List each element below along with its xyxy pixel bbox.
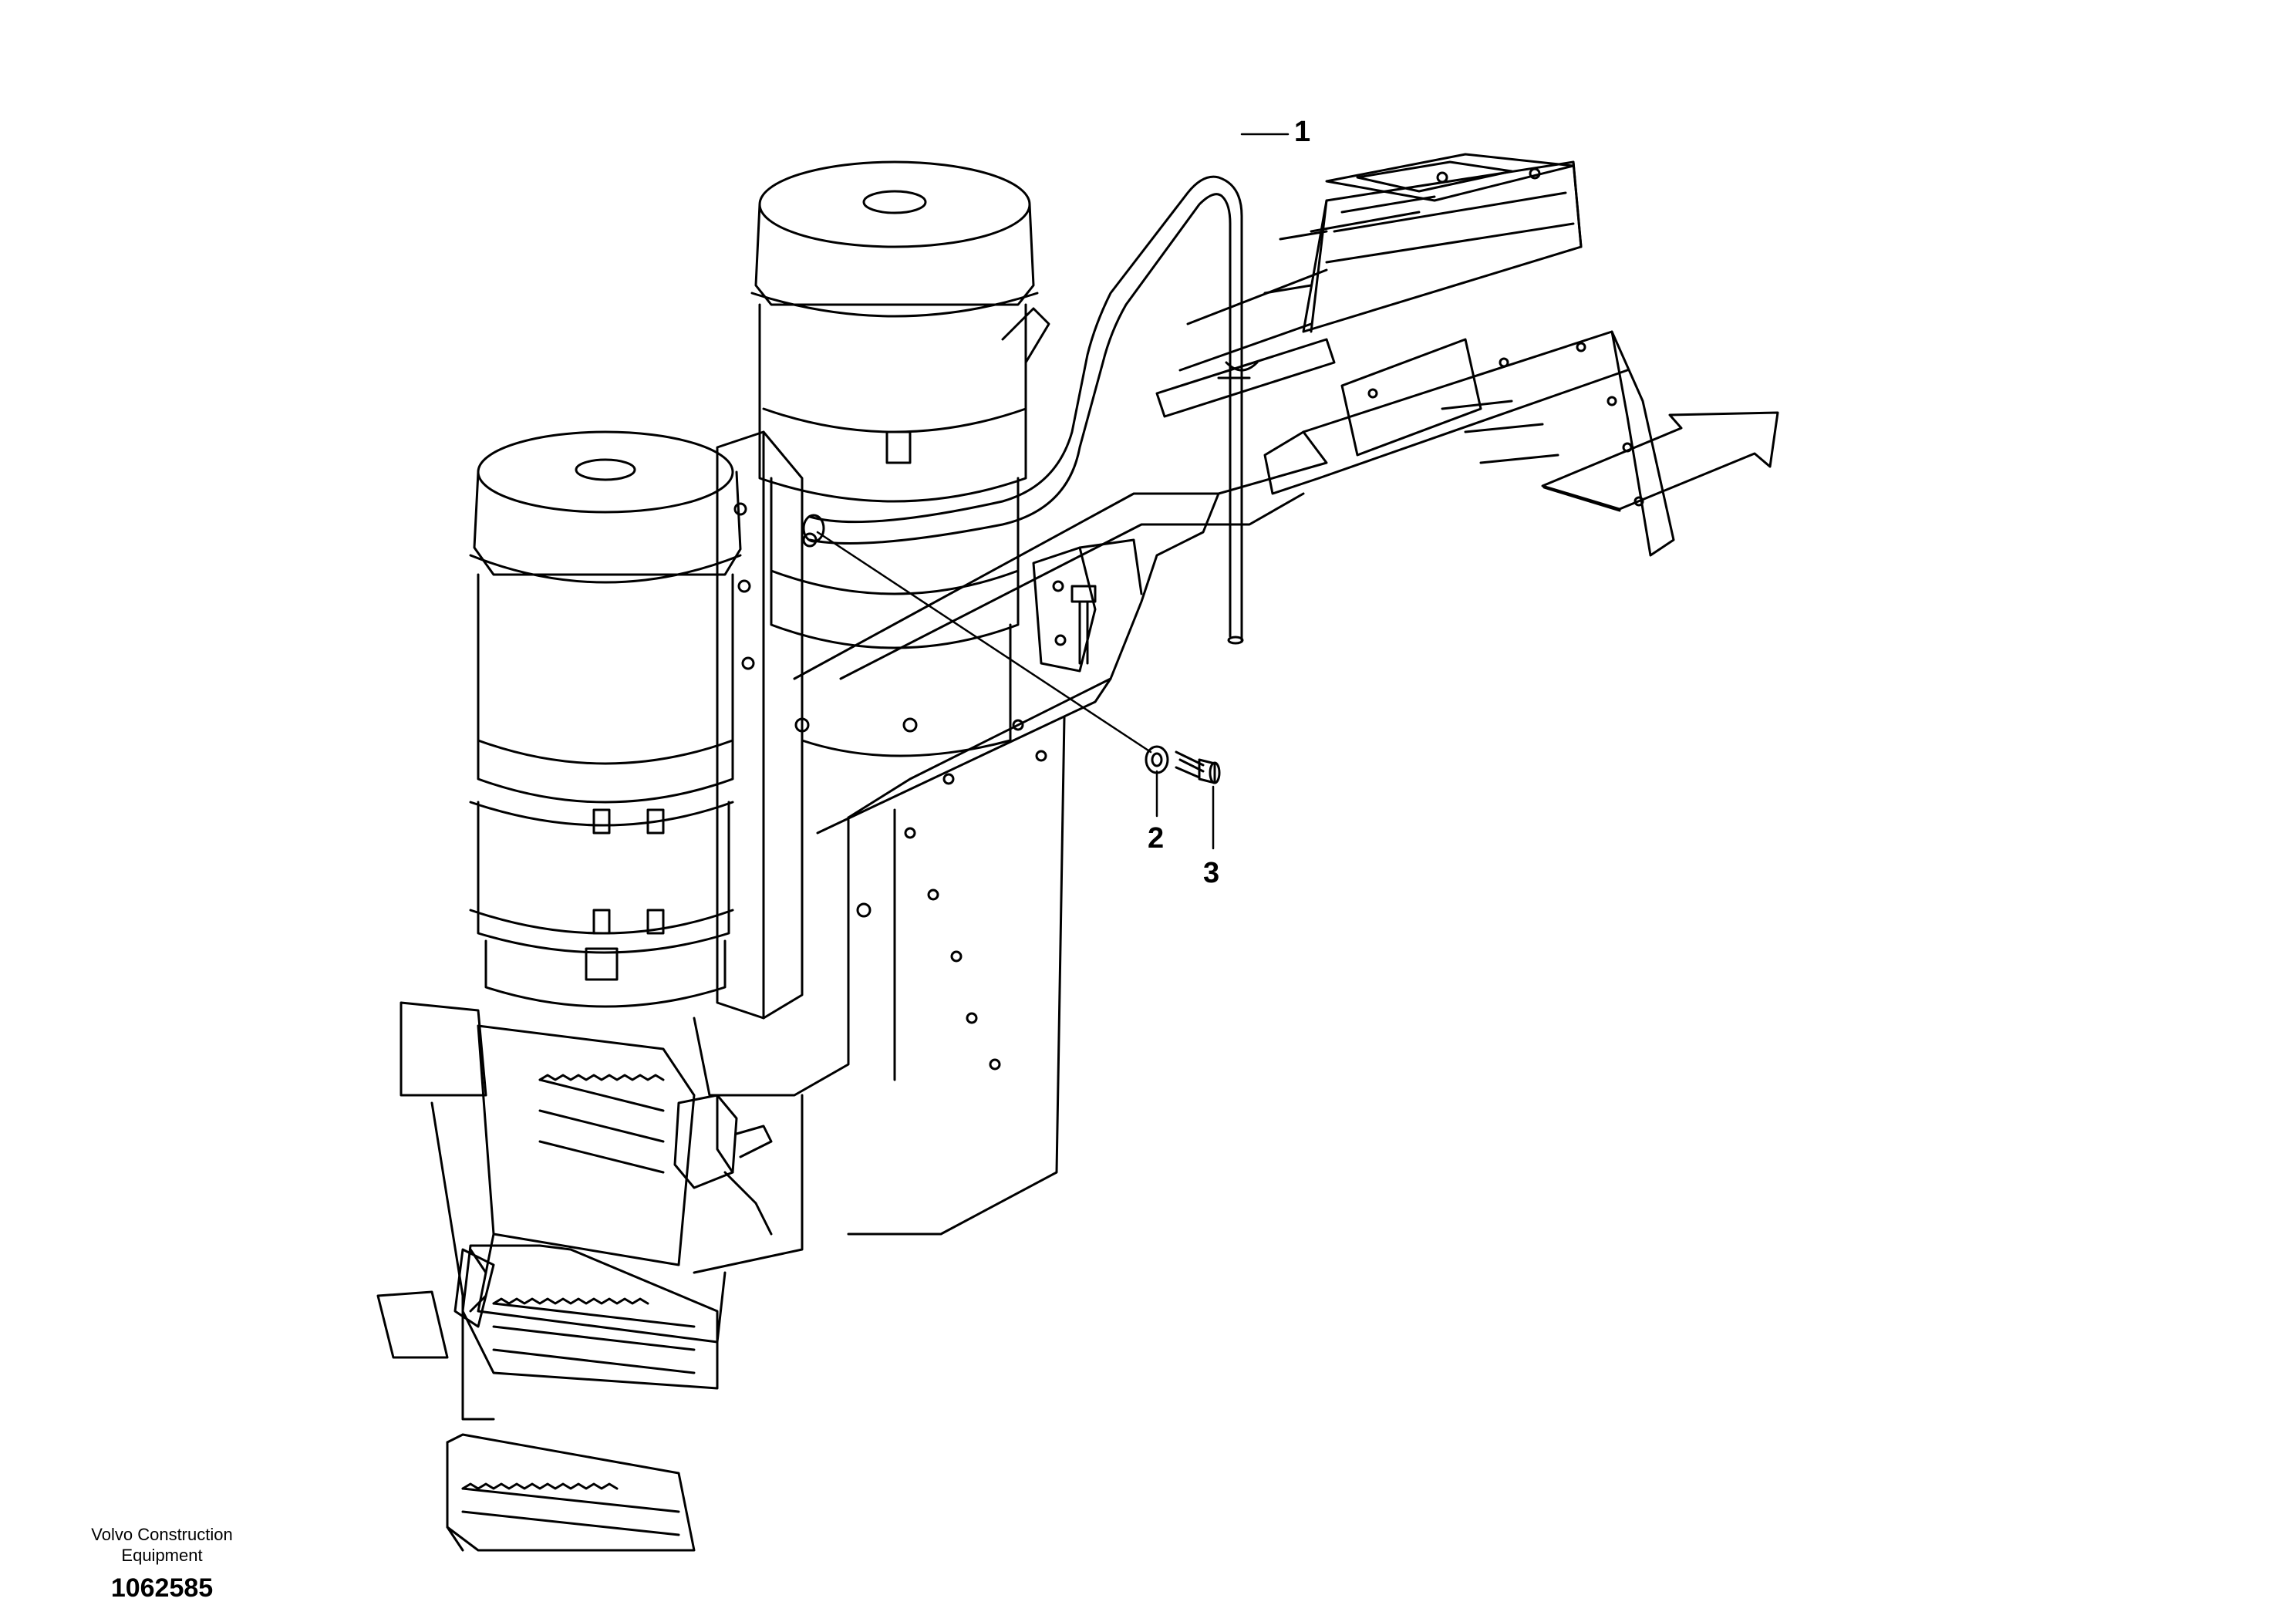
callout-2: 2 [1148,822,1165,855]
air-cleaner-front [469,430,742,1008]
chassis-frame-rail [1178,160,1675,557]
callout-1: 1 [1294,116,1311,148]
frame-bolt [1070,585,1097,665]
mounting-bracket [716,430,818,1020]
air-cleaner-rear [750,160,1050,757]
brand-line-2: Equipment [121,1546,203,1565]
drawing-number: 1062585 [110,1573,214,1603]
work-lamp [673,1094,773,1236]
brand-line-1: Volvo Construction [91,1525,233,1544]
assembly-leader-line [816,531,1152,754]
bolt-part-3 [1175,750,1221,784]
grab-handle [802,175,1259,645]
step-assembly [376,1001,727,1552]
direction-arrow [1541,411,1779,512]
callout-leaders [1155,133,1290,850]
main-frame-body [693,430,1328,1274]
callout-3: 3 [1203,857,1220,889]
top-platform-plate [1155,153,1575,418]
drawing-footer: Volvo Construction Equipment 1062585 [77,1524,247,1603]
